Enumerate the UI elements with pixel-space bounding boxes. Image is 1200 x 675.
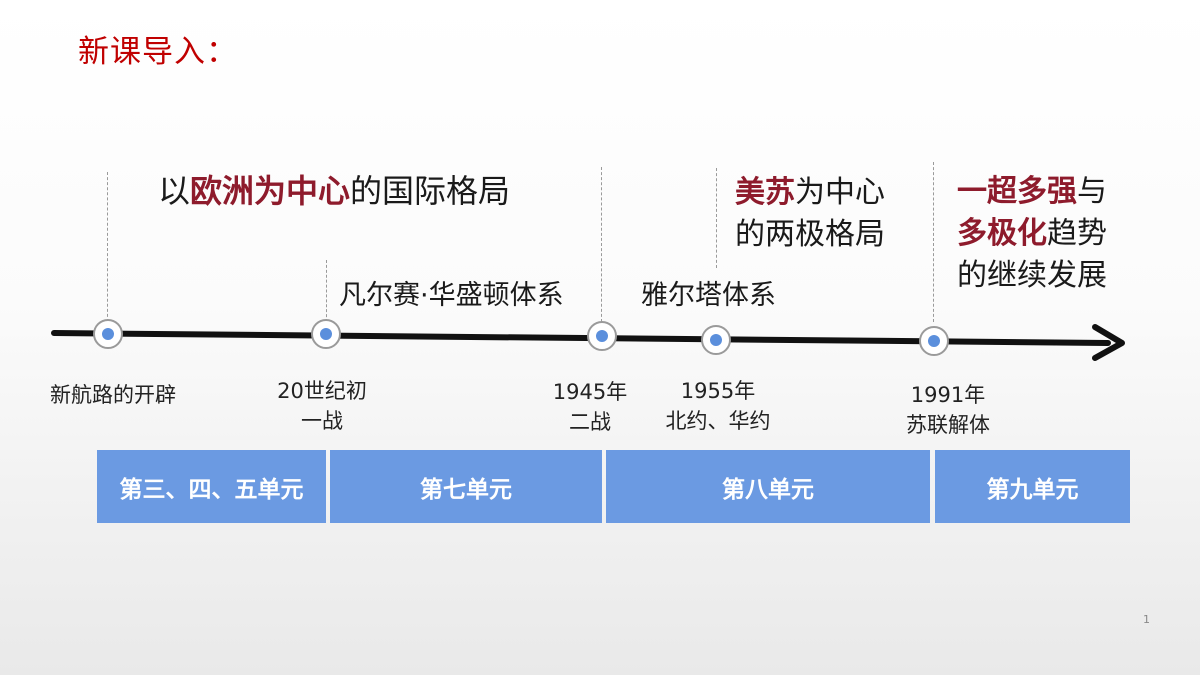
era-divider xyxy=(716,168,717,268)
era-divider xyxy=(107,172,108,322)
era-divider xyxy=(933,162,934,322)
unit-block-7: 第七单元 xyxy=(330,450,602,523)
timeline-node xyxy=(93,319,123,349)
era-divider xyxy=(601,167,602,322)
timeline-node xyxy=(587,321,617,351)
era-multipolar: 一超多强与 多极化趋势 的继续发展 xyxy=(957,174,1107,293)
node-label-1955: 1955年北约、华约 xyxy=(665,379,771,433)
timeline-arrowhead xyxy=(1092,324,1125,361)
timeline-node xyxy=(311,319,341,349)
era-divider xyxy=(326,260,327,322)
system-versailles-washington: 凡尔赛·华盛顿体系 xyxy=(339,280,564,311)
page-number: 1 xyxy=(1143,613,1150,626)
node-label-wwi: 20世纪初一战 xyxy=(277,379,367,433)
node-label-1945: 1945年二战 xyxy=(552,380,628,434)
unit-block-9: 第九单元 xyxy=(935,450,1130,523)
timeline-node xyxy=(701,325,731,355)
system-yalta: 雅尔塔体系 xyxy=(641,280,776,311)
slide-title: 新课导入： xyxy=(78,34,238,70)
timeline-line xyxy=(51,330,1111,346)
era-bipolar: 美苏为中心 的两极格局 xyxy=(735,175,885,252)
unit-block-8: 第八单元 xyxy=(606,450,930,523)
unit-block-3-4-5: 第三、四、五单元 xyxy=(97,450,326,523)
era-europe-centered: 以欧洲为中心的国际格局 xyxy=(158,172,511,210)
timeline-node xyxy=(919,326,949,356)
node-label-1991: 1991年苏联解体 xyxy=(906,383,990,437)
node-label-new-routes: 新航路的开辟 xyxy=(50,383,176,407)
